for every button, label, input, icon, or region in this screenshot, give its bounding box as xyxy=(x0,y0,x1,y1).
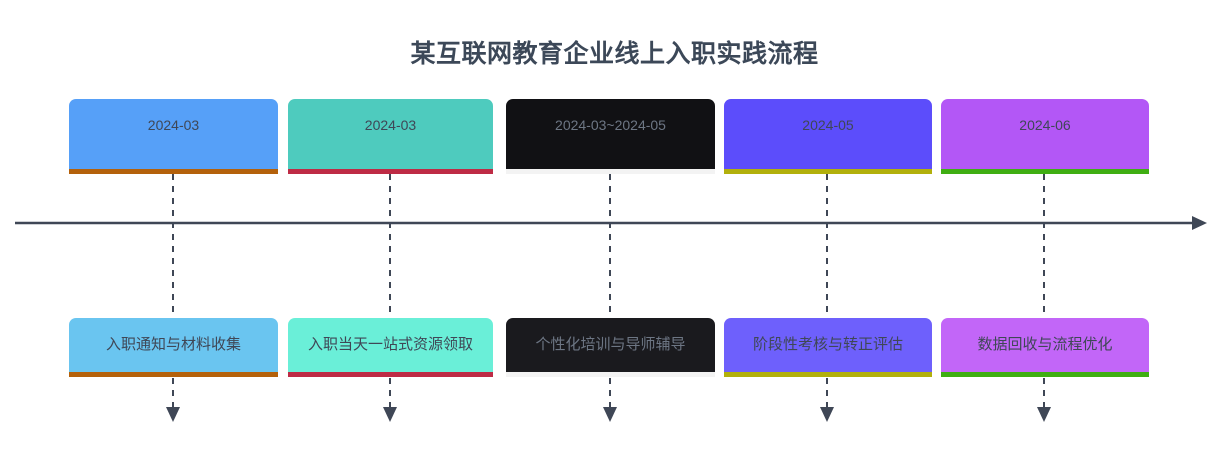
period-box[interactable]: 2024-03 xyxy=(288,99,493,169)
event-box[interactable]: 数据回收与流程优化 xyxy=(941,318,1149,372)
connector-down-arrow-icon xyxy=(820,407,834,422)
period-label: 2024-03~2024-05 xyxy=(555,117,666,133)
event-box[interactable]: 个性化培训与导师辅导 xyxy=(506,318,715,372)
period-label: 2024-03 xyxy=(364,117,417,133)
milestone-connectors xyxy=(166,174,1051,422)
axis-right-arrow-icon xyxy=(1192,216,1207,230)
event-label: 入职当天一站式资源领取 xyxy=(307,336,473,353)
connector-down-arrow-icon xyxy=(166,407,180,422)
event-accent-bar xyxy=(941,372,1149,377)
period-label: 2024-03 xyxy=(147,117,200,133)
event-box[interactable]: 阶段性考核与转正评估 xyxy=(724,318,932,372)
period-accent-bar xyxy=(506,169,715,174)
event-accent-bar xyxy=(288,372,493,377)
event-label: 阶段性考核与转正评估 xyxy=(752,336,903,353)
event-label: 数据回收与流程优化 xyxy=(977,336,1113,353)
event-label: 个性化培训与导师辅导 xyxy=(535,336,686,353)
connector-down-arrow-icon xyxy=(1037,407,1051,422)
period-accent-bar xyxy=(941,169,1149,174)
event-box[interactable]: 入职当天一站式资源领取 xyxy=(288,318,493,372)
connector-down-arrow-icon xyxy=(603,407,617,422)
period-accent-bar xyxy=(69,169,278,174)
period-box[interactable]: 2024-03 xyxy=(69,99,278,169)
timeline-axis xyxy=(15,216,1207,230)
period-box[interactable]: 2024-03~2024-05 xyxy=(506,99,715,169)
event-accent-bar xyxy=(506,372,715,377)
event-accent-bar xyxy=(724,372,932,377)
event-box[interactable]: 入职通知与材料收集 xyxy=(69,318,278,372)
period-box[interactable]: 2024-06 xyxy=(941,99,1149,169)
event-accent-bar xyxy=(69,372,278,377)
period-label: 2024-05 xyxy=(802,117,854,133)
period-box[interactable]: 2024-05 xyxy=(724,99,932,169)
period-label: 2024-06 xyxy=(1019,117,1071,133)
page-title: 某互联网教育企业线上入职实践流程 xyxy=(410,40,819,68)
event-label: 入职通知与材料收集 xyxy=(105,336,241,353)
period-accent-bar xyxy=(288,169,493,174)
connector-down-arrow-icon xyxy=(383,407,397,422)
period-accent-bar xyxy=(724,169,932,174)
